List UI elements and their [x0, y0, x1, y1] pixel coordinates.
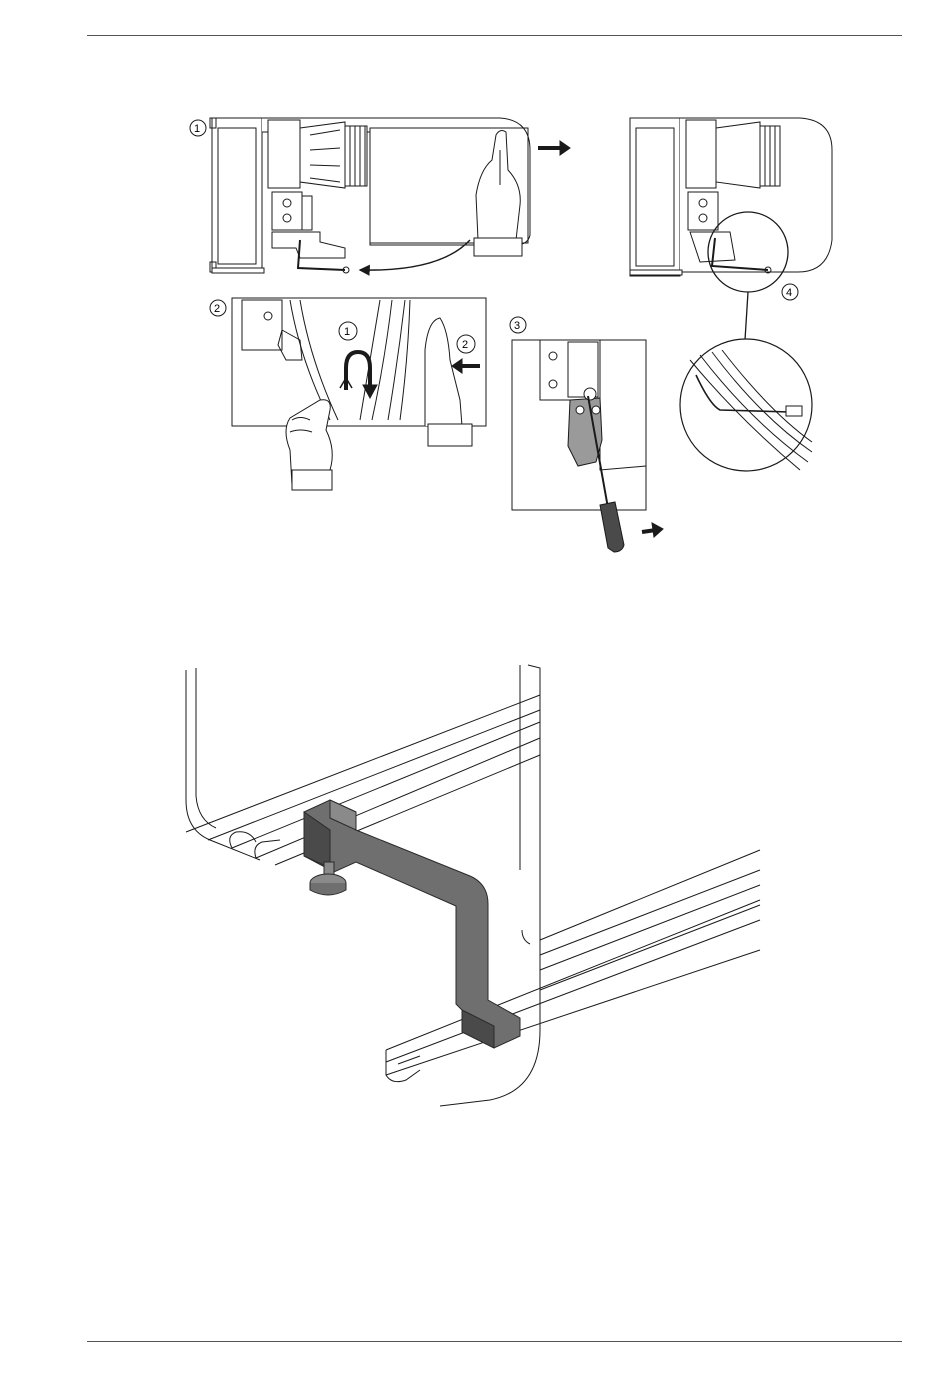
figure-step-1	[210, 118, 570, 273]
sub-step-2-badge: 2	[457, 335, 475, 353]
detail-magnified	[680, 339, 812, 471]
figure-bracket-install	[186, 665, 760, 1106]
sub-step-2-number: 2	[462, 339, 468, 351]
figure-step-3	[512, 340, 663, 552]
step-2-number: 2	[214, 303, 220, 315]
step-4-number: 4	[786, 287, 792, 299]
step-3-number: 3	[514, 320, 520, 332]
step-1-badge: 1	[190, 120, 206, 136]
step-1-number: 1	[194, 123, 200, 135]
step-2-badge: 2	[210, 300, 226, 316]
step-3-badge: 3	[510, 317, 526, 333]
sub-step-1-number: 1	[344, 326, 350, 338]
figure-step-2	[232, 298, 486, 490]
sub-step-1-badge: 1	[339, 322, 357, 340]
step-4-badge: 4	[782, 284, 798, 300]
figure-step-1-result	[630, 118, 832, 340]
